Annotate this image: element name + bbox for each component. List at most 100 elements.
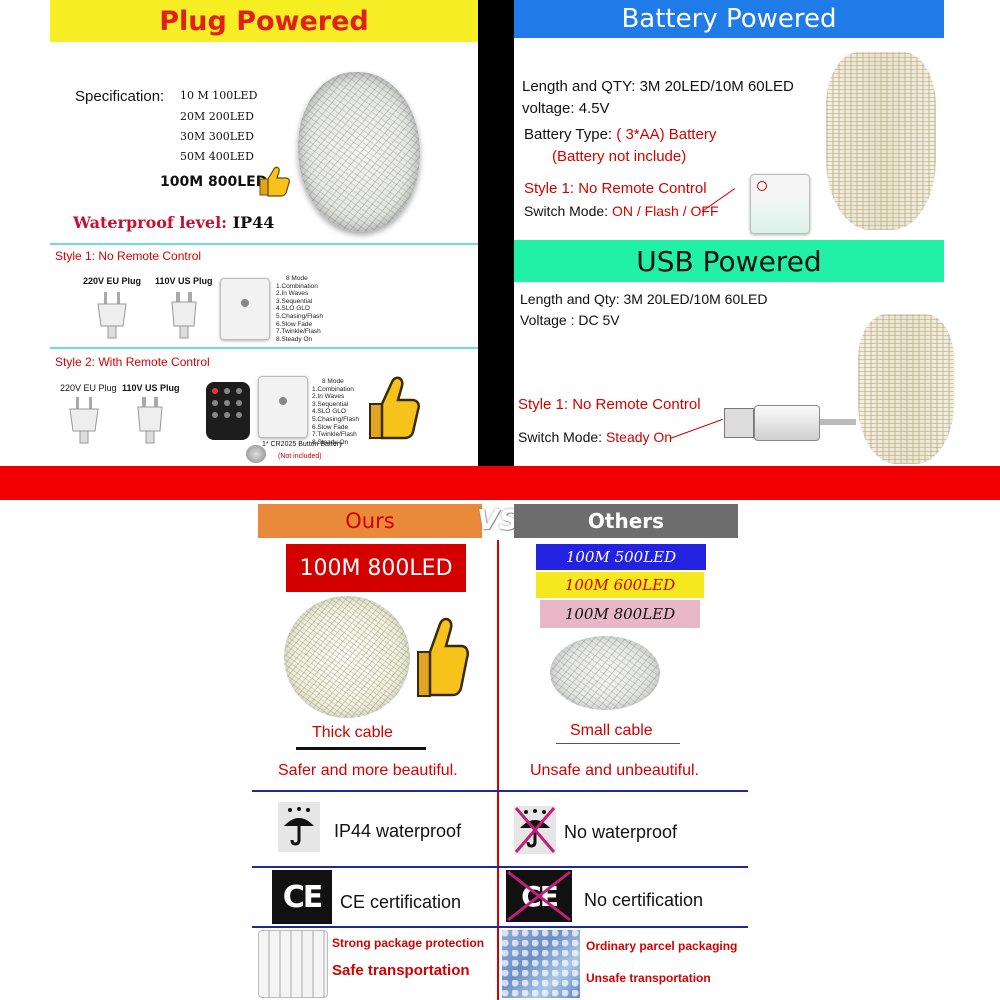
battery-title-bar: Battery Powered — [514, 0, 944, 38]
battery-note: 1* CR2025 Button Battery — [262, 441, 343, 448]
compare-divider-2 — [252, 866, 748, 868]
mode-item: 8.Steady On — [312, 438, 349, 446]
ours-cable-line — [296, 747, 426, 750]
battery-switch-mode: Switch Mode: ON / Flash / OFF — [524, 203, 719, 219]
others-spec-1-text: 100M 500LED — [565, 548, 677, 566]
usb-switch-mode: Switch Mode: Steady On — [518, 429, 672, 445]
eu-plug-label-2: 220V EU Plug — [60, 383, 117, 393]
battery-switch-label: Switch Mode: — [524, 203, 609, 219]
usb-length-qty: Length and Qty: 3M 20LED/10M 60LED — [520, 291, 768, 307]
others-spec-3-text: 100M 800LED — [564, 605, 676, 623]
controller-box — [220, 278, 270, 340]
plug-style2-title: Style 2: With Remote Control — [55, 355, 210, 369]
no-ce-mark-icon: CE — [506, 870, 572, 922]
others-waterproof: No waterproof — [564, 822, 678, 842]
mode-list-1: 8 Mode 1.Combination 2.In Waves 3.Sequen… — [276, 275, 323, 343]
spec-item: 50M 400LED — [180, 150, 254, 163]
parcel-package-image — [502, 930, 580, 998]
usb-light-strand — [858, 314, 954, 464]
thumbs-up-icon — [259, 166, 290, 197]
spec-label: Specification: — [75, 88, 165, 105]
battery-not-included: (Battery not include) — [552, 148, 687, 165]
others-spec-3: 100M 800LED — [540, 600, 700, 628]
others-light-cluster — [550, 636, 660, 710]
others-spec-2-text: 100M 600LED — [564, 576, 676, 594]
ce-mark-icon: CE — [272, 870, 332, 924]
spec-item: 20M 200LED — [180, 110, 254, 123]
usb-style1: Style 1: No Remote Control — [518, 396, 701, 413]
others-pack-2: Unsafe transportation — [586, 971, 711, 985]
ours-cable-label: Thick cable — [312, 724, 393, 741]
others-safety: Unsafe and unbeautiful. — [530, 762, 700, 779]
mode-item: 5.Chasing/Flash — [276, 312, 323, 320]
battery-type-value: ( 3*AA) Battery — [616, 126, 717, 143]
eu-plug-icon-2 — [69, 397, 99, 444]
ours-cert: CE certification — [340, 892, 462, 912]
others-cable-line — [556, 743, 680, 744]
usb-plug-image — [724, 408, 754, 438]
thumbs-up-icon — [369, 376, 420, 440]
ours-spec-badge: 100M 800LED — [286, 544, 466, 592]
battery-voltage: voltage: 4.5V — [522, 100, 610, 117]
battery-title: Battery Powered — [621, 4, 837, 34]
ours-pack-2: Safe transportation — [332, 962, 470, 979]
mode-item: 3.Sequential — [312, 400, 349, 408]
mode-item: 1.Combination — [312, 385, 354, 393]
spec-item: 30M 300LED — [180, 130, 254, 143]
umbrella-icon — [278, 802, 320, 852]
air-column-package-image — [258, 930, 328, 998]
usb-plug-body — [754, 405, 820, 441]
battery-light-strand — [826, 52, 936, 230]
battery-type-label: Battery Type: — [524, 126, 613, 143]
battery-note-2: (Not included) — [278, 453, 322, 460]
plug-divider-1 — [50, 243, 478, 245]
others-pack-1: Ordinary parcel packaging — [586, 939, 738, 953]
battery-style1: Style 1: No Remote Control — [524, 180, 707, 197]
no-umbrella-icon — [514, 806, 556, 854]
eu-plug-icon — [97, 292, 127, 339]
plug-divider-2 — [50, 347, 478, 349]
mode-item: 8 Mode — [286, 275, 308, 282]
waterproof-label-text: Waterproof level: — [73, 213, 228, 232]
mode-item: 1.Combination — [276, 282, 318, 290]
compare-divider-3 — [252, 926, 748, 928]
us-plug-icon-2 — [137, 397, 163, 444]
usb-title-bar: USB Powered — [514, 240, 944, 282]
usb-voltage: Voltage : DC 5V — [520, 312, 620, 328]
others-spec-1: 100M 500LED — [536, 544, 706, 570]
compare-divider-1 — [252, 790, 748, 792]
mode-item: 3.Sequential — [276, 297, 313, 305]
section-band — [0, 466, 1000, 500]
comparison-section: Ours VS Others 100M 800LED 100M 500LED 1… — [0, 500, 1000, 1000]
plug-title-bar: Plug Powered — [50, 0, 478, 42]
mode-item: 4.SLO GLO — [312, 408, 346, 416]
mode-item: 2.In Waves — [312, 393, 345, 401]
ce-mark-text: CE — [282, 879, 323, 915]
ours-waterproof: IP44 waterproof — [334, 821, 462, 841]
plug-panel: Plug Powered Specification: 10 M 100LED … — [0, 0, 478, 466]
mode-list-2: 8 Mode 1.Combination 2.In Waves 3.Sequen… — [312, 378, 359, 446]
button-battery-icon — [246, 445, 266, 463]
mode-item: 8 Mode — [322, 378, 344, 385]
spec-item: 10 M 100LED — [180, 89, 258, 102]
ours-spec: 100M 800LED — [299, 555, 453, 581]
others-spec-2: 100M 600LED — [536, 572, 704, 598]
battery-length-qty: Length and QTY: 3M 20LED/10M 60LED — [522, 78, 794, 95]
usb-cable — [820, 419, 856, 425]
battery-box-image — [750, 174, 810, 234]
thumbs-up-icon — [417, 617, 469, 697]
ours-label: Ours — [345, 509, 395, 533]
others-cable-label: Small cable — [570, 722, 653, 739]
ours-pack-1: Strong package protection — [332, 936, 485, 950]
eu-plug-label: 220V EU Plug — [83, 276, 142, 286]
panel-separator — [478, 0, 514, 466]
others-label: Others — [587, 509, 665, 533]
mode-item: 7.Twinkle/Flash — [276, 328, 321, 336]
light-cluster-image — [298, 72, 420, 232]
waterproof-label: Waterproof level: IP44 — [73, 213, 274, 232]
mode-item: 4.SLO GLO — [276, 305, 310, 313]
mode-item: 7.Twinkle/Flash — [312, 431, 357, 439]
plug-style1-title: Style 1: No Remote Control — [55, 249, 202, 263]
usb-title: USB Powered — [636, 244, 822, 278]
others-header: Others — [514, 504, 738, 538]
